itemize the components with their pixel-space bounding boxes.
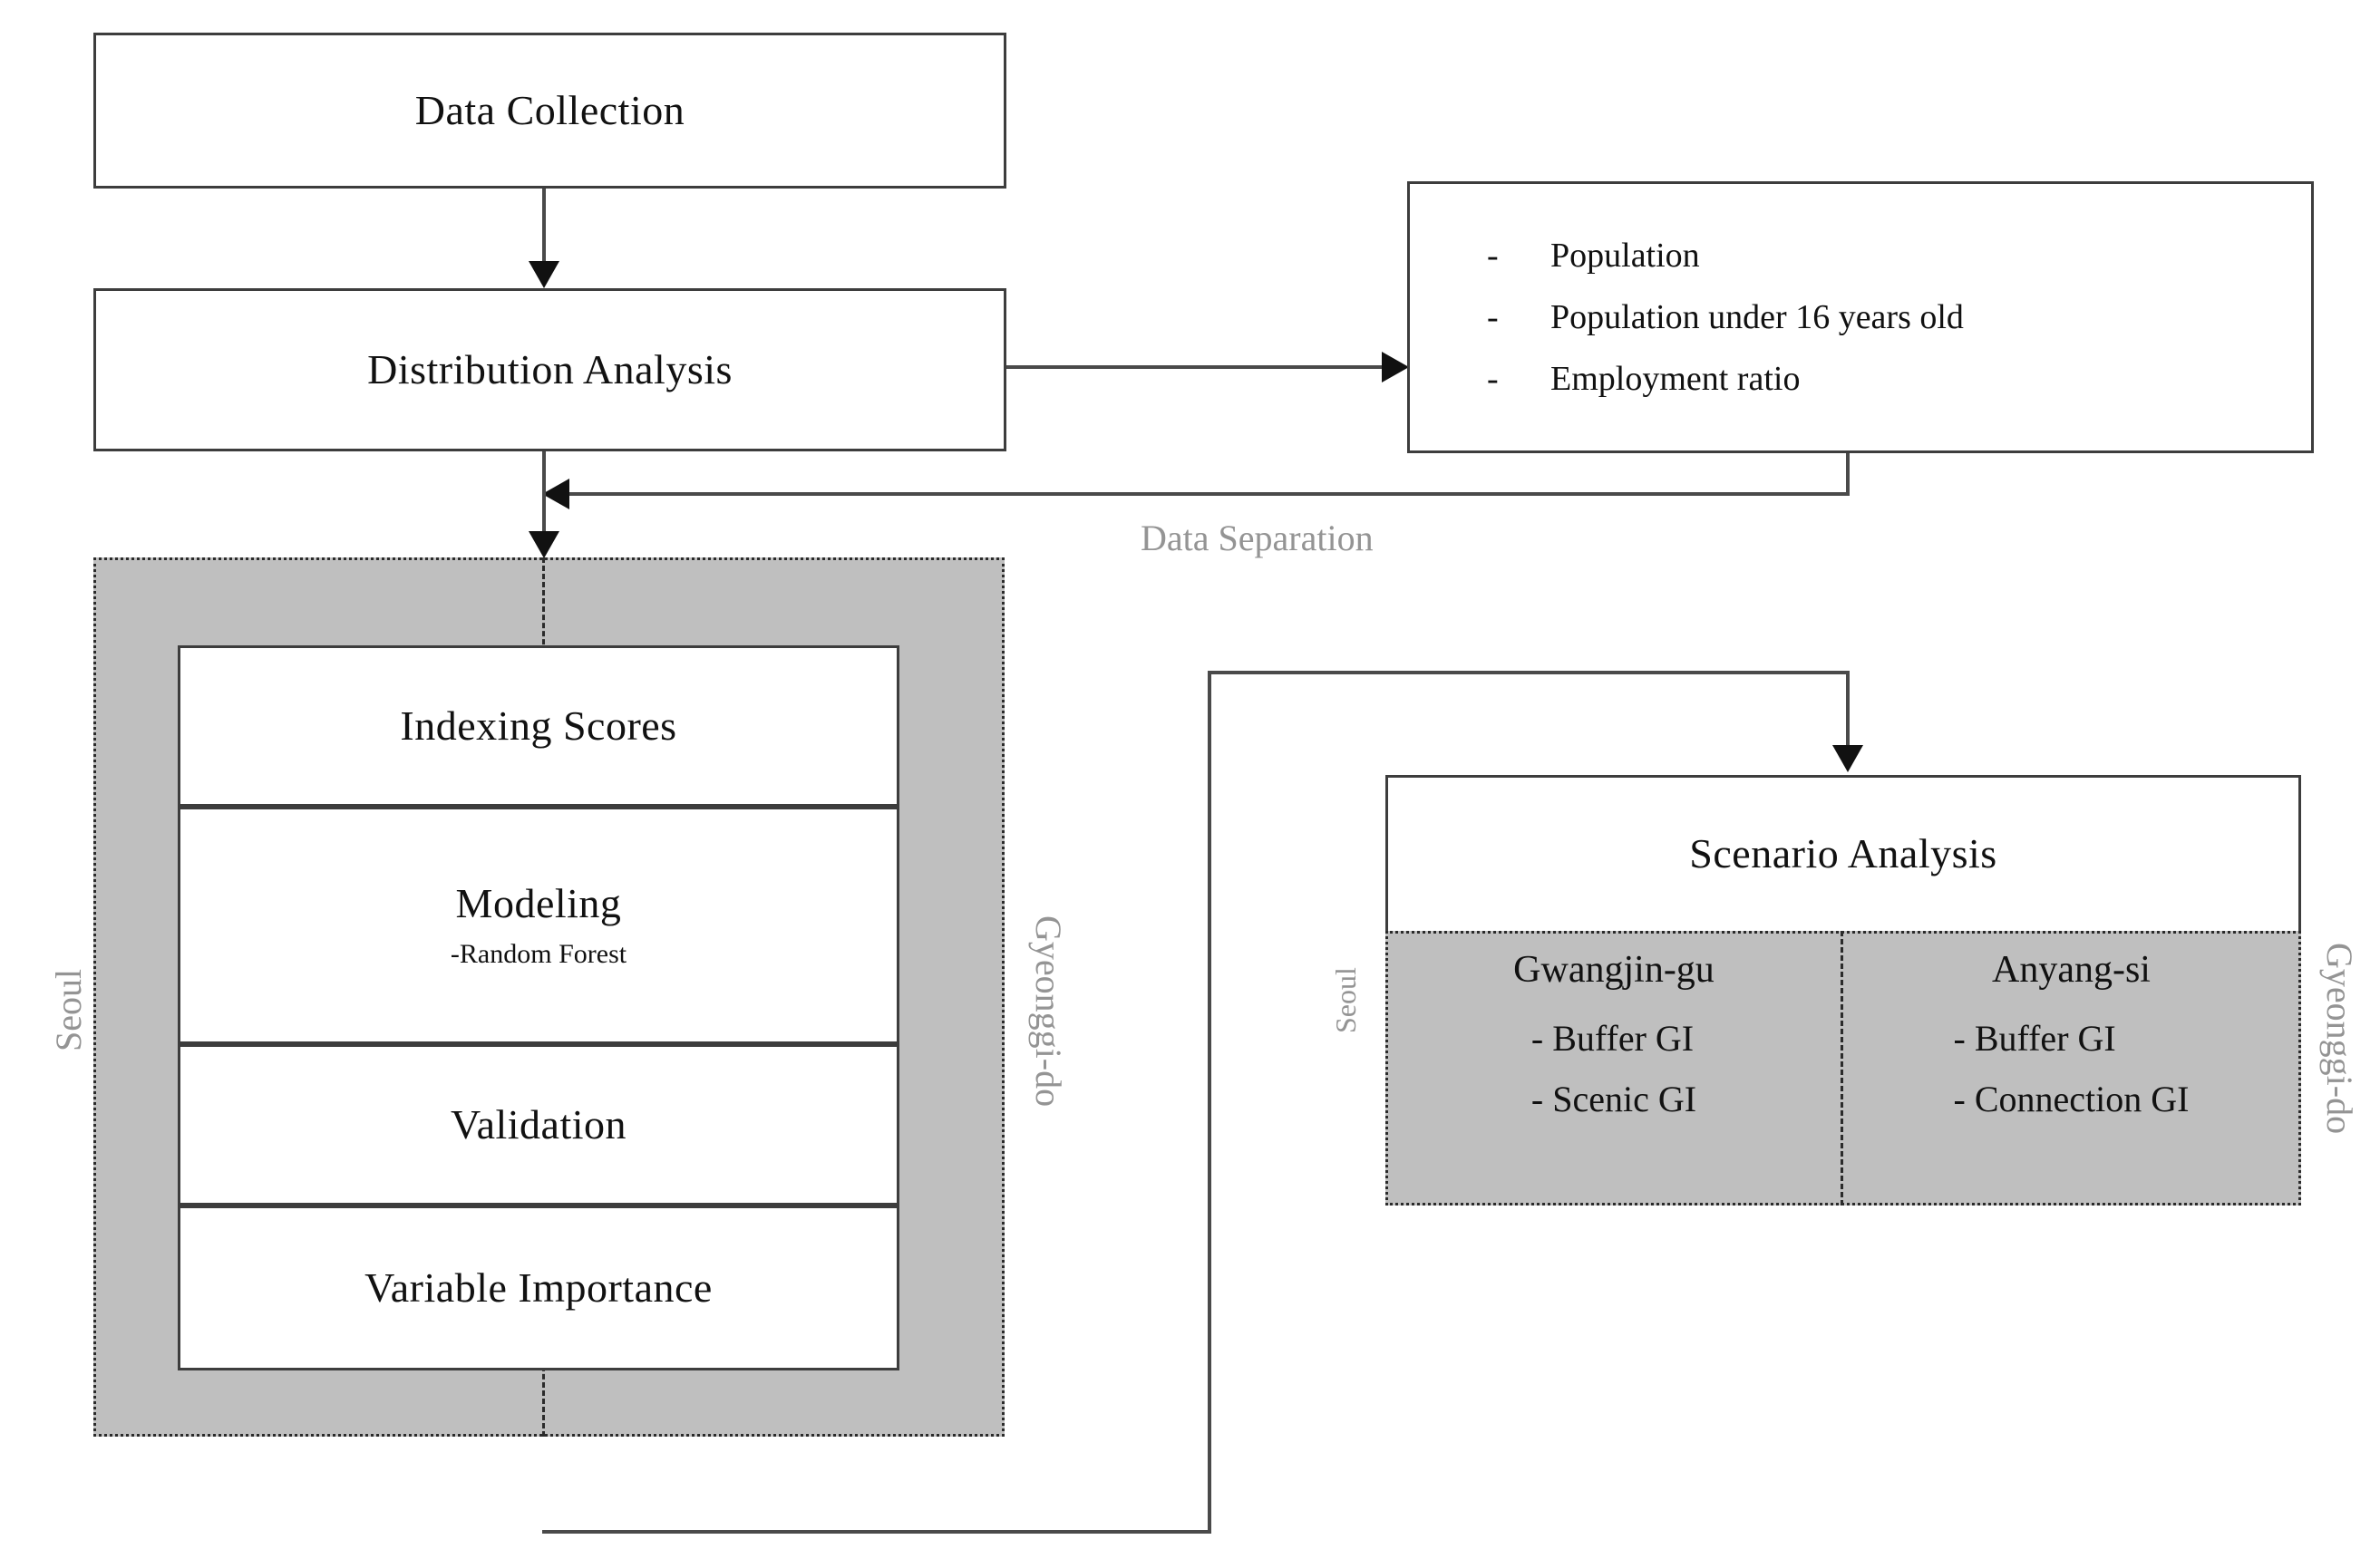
- node-modeling[interactable]: Modeling -Random Forest: [178, 807, 899, 1044]
- node-scenario-analysis-label: Scenario Analysis: [1689, 830, 1997, 877]
- bullet-text: Population under 16 years old: [1550, 298, 1964, 336]
- edge-collection-to-distribution: [542, 189, 546, 270]
- bullet-dash: -: [1487, 298, 1499, 336]
- region-model-label-gyeonggi: Gyeonggi-do: [1028, 915, 1069, 1108]
- edge-distribution-to-model-region-arrowhead: [529, 531, 559, 558]
- variables-bullet-list: - Population - Population under 16 years…: [1487, 181, 2303, 453]
- scenario-cell-bullets: - Buffer GI - Connection GI: [1954, 1008, 2190, 1129]
- scenario-cell-anyang-si[interactable]: Anyang-si - Buffer GI - Connection GI: [1844, 934, 2298, 1203]
- list-item: - Employment ratio: [1487, 359, 2303, 399]
- node-validation[interactable]: Validation: [178, 1044, 899, 1206]
- scenario-cell-title: Anyang-si: [1992, 949, 2151, 991]
- bullet-dash: -: [1487, 237, 1499, 275]
- edge-model-to-scenario-down: [1846, 671, 1850, 752]
- node-data-collection[interactable]: Data Collection: [93, 33, 1006, 189]
- scenario-cell-bullets: - Buffer GI - Scenic GI: [1531, 1008, 1696, 1129]
- node-modeling-label: Modeling: [455, 879, 622, 926]
- node-data-collection-label: Data Collection: [414, 86, 685, 133]
- edge-model-to-scenario-top-horizontal: [1208, 671, 1850, 674]
- region-model-label-seoul: Seoul: [48, 968, 89, 1051]
- edge-distribution-to-variables: [1006, 365, 1387, 369]
- region-scenario-divider: [1841, 931, 1843, 1206]
- list-item: - Scenic GI: [1530, 1079, 1697, 1119]
- scenario-cell-title: Gwangjin-gu: [1513, 949, 1715, 991]
- node-distribution-analysis-label: Distribution Analysis: [367, 345, 733, 392]
- edge-variables-feedback-vertical: [1846, 453, 1850, 495]
- list-item: - Buffer GI: [1530, 1018, 1695, 1059]
- region-scenario-label-gyeonggi: Gyeonggi-do: [2319, 943, 2360, 1135]
- node-indexing-scores[interactable]: Indexing Scores: [178, 645, 899, 807]
- edge-label-data-separation: Data Separation: [1141, 518, 1374, 558]
- edge-variables-feedback-horizontal: [567, 492, 1850, 496]
- node-variable-importance-label: Variable Importance: [364, 1264, 713, 1311]
- node-indexing-scores-label: Indexing Scores: [400, 702, 677, 749]
- edge-distribution-to-model-region: [542, 451, 546, 549]
- node-variable-importance[interactable]: Variable Importance: [178, 1206, 899, 1370]
- node-distribution-analysis[interactable]: Distribution Analysis: [93, 288, 1006, 451]
- list-item: - Buffer GI: [1953, 1018, 2116, 1059]
- node-scenario-analysis[interactable]: Scenario Analysis: [1385, 775, 2301, 931]
- node-variables-box[interactable]: [1407, 181, 2314, 453]
- edge-collection-to-distribution-arrowhead: [529, 261, 559, 288]
- list-item: - Connection GI: [1953, 1079, 2190, 1119]
- region-scenario-label-seoul: Seoul: [1329, 967, 1362, 1033]
- edge-model-to-scenario-right-vertical: [1208, 671, 1211, 1534]
- node-modeling-sublabel: -Random Forest: [450, 939, 627, 970]
- edge-distribution-to-variables-arrowhead: [1382, 352, 1409, 382]
- bullet-text: Employment ratio: [1550, 360, 1801, 398]
- node-validation-label: Validation: [450, 1100, 627, 1147]
- edge-model-to-scenario-bottom: [542, 1530, 1211, 1534]
- bullet-text: Population: [1550, 237, 1700, 275]
- edge-variables-feedback-arrowhead: [542, 479, 569, 509]
- list-item: - Population under 16 years old: [1487, 297, 2303, 337]
- list-item: - Population: [1487, 236, 2303, 276]
- edge-model-to-scenario-arrowhead: [1832, 745, 1863, 772]
- scenario-cell-gwangjin-gu[interactable]: Gwangjin-gu - Buffer GI - Scenic GI: [1388, 934, 1840, 1203]
- bullet-dash: -: [1487, 360, 1499, 398]
